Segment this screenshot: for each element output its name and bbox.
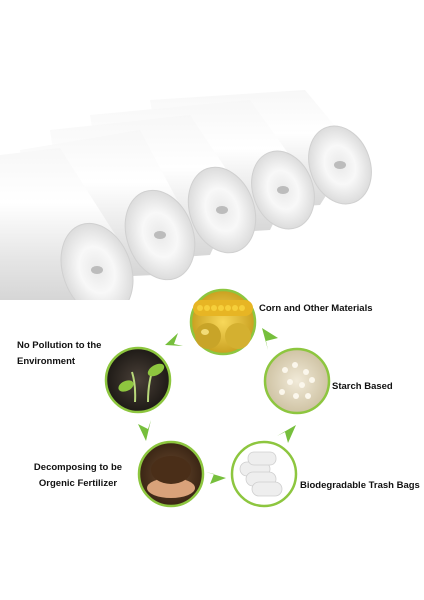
arrow-starch-to-bags [277, 425, 296, 443]
arrow-soil-to-seedling [138, 420, 151, 441]
label-bags: Biodegradable Trash Bags [300, 480, 420, 491]
seedling-image [104, 346, 172, 414]
label-starch: Starch Based [332, 381, 393, 392]
trash-bag-rolls-photo [0, 90, 372, 300]
label-no-pollution: No Pollution to the Environment [17, 340, 102, 367]
roll-1 [0, 148, 134, 300]
starch-granules-image [263, 347, 331, 415]
corn-image [189, 288, 257, 356]
soil-hands-image [137, 440, 205, 508]
arrow-seedling-to-corn [165, 333, 183, 346]
lifecycle-diagram [104, 288, 331, 508]
label-corn: Corn and Other Materials [259, 303, 373, 314]
trash-bag-rolls-image [230, 440, 298, 508]
cycle-arrows [138, 328, 296, 484]
arrow-bags-to-soil [206, 472, 226, 484]
label-fertilizer: Decomposing to be Orgenic Fertilizer [33, 462, 123, 489]
arrow-corn-to-starch [262, 328, 278, 350]
